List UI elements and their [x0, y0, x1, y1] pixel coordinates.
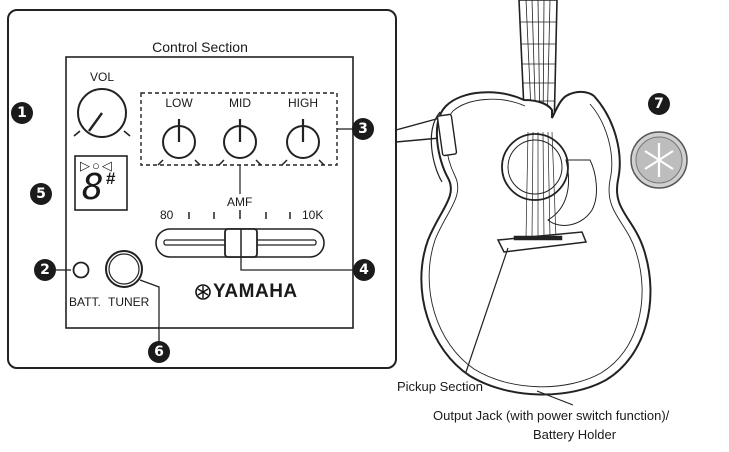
callout-3: 3: [352, 118, 374, 140]
mid-label: MID: [229, 96, 251, 110]
amf-scale-ticks: [188, 210, 291, 219]
batt-led: [72, 261, 90, 279]
tuner-digit: 8: [82, 167, 104, 208]
control-section-title: Control Section: [152, 39, 248, 55]
tuner-sharp: #: [106, 169, 116, 188]
callout-5: 5: [30, 183, 52, 205]
pickup-leader: [465, 247, 509, 373]
callout-4: 4: [353, 259, 375, 281]
output-jack-caption-line1: Output Jack (with power switch function)…: [433, 408, 670, 423]
amf-scale-low: 80: [160, 208, 174, 222]
tuner-button[interactable]: [105, 250, 143, 288]
high-knob[interactable]: [281, 119, 325, 166]
tuner-label: TUNER: [108, 295, 150, 309]
amf-scale-high: 10K: [302, 208, 324, 222]
high-label: HIGH: [288, 96, 318, 110]
low-label: LOW: [165, 96, 193, 110]
zoom-line-lower: [395, 137, 441, 143]
output-jack-caption-line2: Battery Holder: [533, 427, 617, 442]
acoustic-guitar: [420, 0, 652, 396]
vol-knob[interactable]: [73, 88, 131, 138]
callout-leaders: [56, 128, 354, 343]
mid-knob[interactable]: [218, 119, 262, 166]
amf-label: AMF: [227, 195, 253, 209]
yamaha-logo: YAMAHA: [213, 281, 298, 302]
yamaha-emblem-icon: [195, 284, 211, 300]
callout-7: 7: [648, 93, 670, 115]
low-knob[interactable]: [157, 119, 201, 166]
tuner-display: [74, 155, 128, 211]
callout-1: 1: [11, 102, 33, 124]
yamaha-badge: [630, 131, 688, 189]
vol-label: VOL: [89, 70, 114, 84]
tuner-arrows: ▷○◁: [80, 158, 114, 173]
callout-6: 6: [148, 341, 170, 363]
callout-2: 2: [34, 259, 56, 281]
zoom-line-upper: [395, 117, 441, 131]
amf-slider[interactable]: [155, 228, 325, 258]
pickup-caption: Pickup Section: [397, 379, 483, 394]
output-jack-leader: [536, 390, 574, 406]
batt-label: BATT.: [69, 295, 101, 309]
